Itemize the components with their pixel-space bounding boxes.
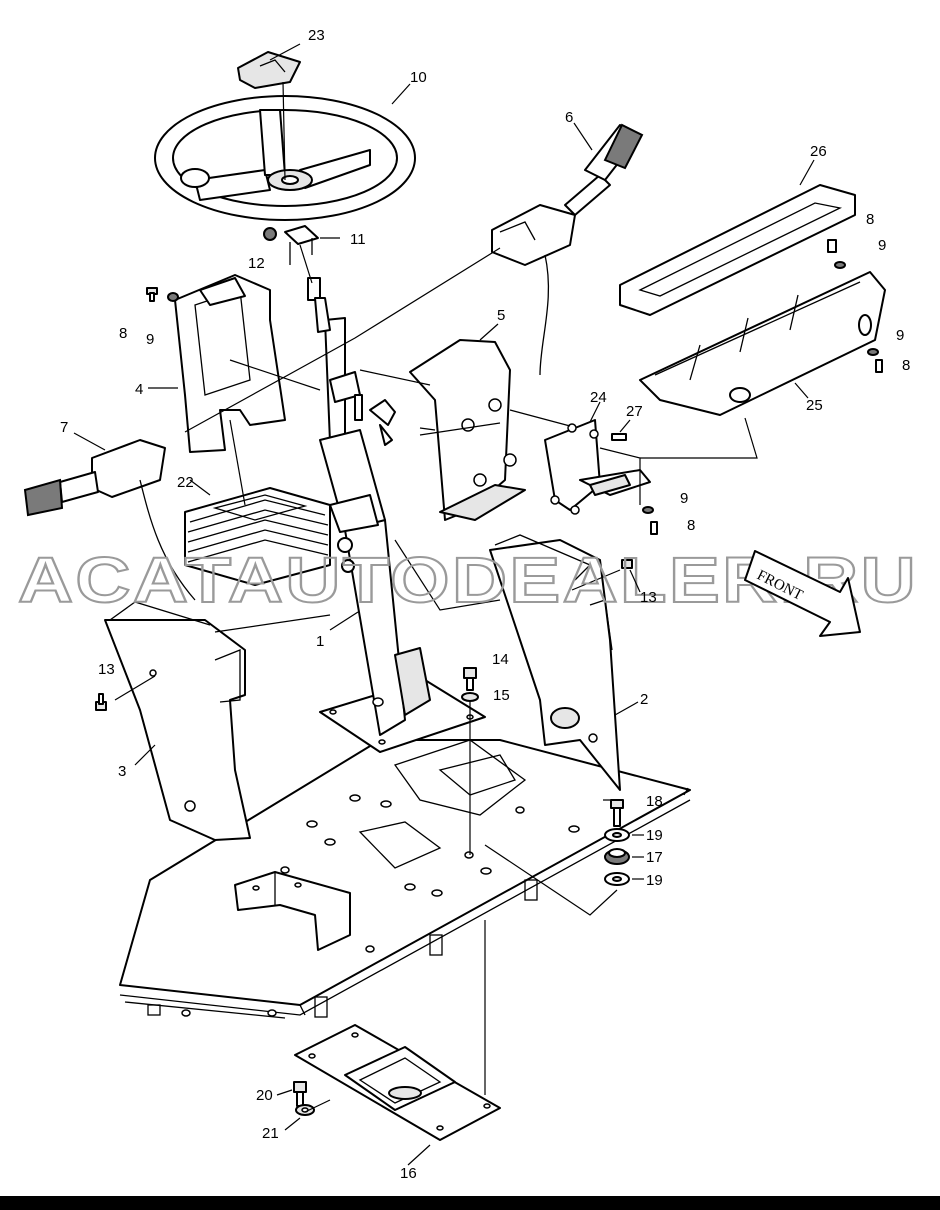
bottom-plate — [294, 1024, 501, 1141]
floor-plate — [119, 739, 691, 1019]
callout-9d: 9 — [680, 490, 688, 507]
screw-13b — [621, 559, 633, 569]
callout-26: 26 — [810, 143, 827, 160]
callout-5: 5 — [497, 307, 505, 324]
callout-1: 1 — [316, 633, 324, 650]
callout-19a: 19 — [646, 827, 663, 844]
bottom-border-bar — [0, 1196, 940, 1210]
callout-14: 14 — [492, 651, 509, 668]
callout-12: 12 — [248, 255, 265, 272]
clip-11 — [284, 225, 319, 265]
dash-cover-26 — [619, 184, 856, 316]
floor-bracket — [234, 871, 351, 951]
callout-24: 24 — [590, 389, 607, 406]
callout-labels: 1 2 3 4 5 6 7 8 8 8 8 9 9 9 9 10 11 12 1… — [60, 27, 910, 1182]
callout-15: 15 — [493, 687, 510, 704]
grommet-17 — [604, 848, 630, 865]
assembly-lines — [114, 81, 758, 1113]
screw-8a — [146, 287, 158, 302]
callout-9b: 9 — [878, 237, 886, 254]
bolt-15 — [463, 667, 477, 691]
callout-leaders — [73, 43, 815, 1166]
rubber-boot-22 — [184, 487, 331, 586]
callout-21: 21 — [262, 1125, 279, 1142]
callout-3: 3 — [118, 763, 126, 780]
callout-9a: 9 — [146, 331, 154, 348]
upper-panel-4 — [174, 274, 286, 453]
callout-17: 17 — [646, 849, 663, 866]
screw-27 — [611, 433, 627, 441]
callout-13a: 13 — [98, 661, 115, 678]
washer-19b — [604, 872, 630, 886]
lever-switch-7 — [23, 439, 196, 601]
steering-column — [307, 277, 486, 753]
washer-9b — [834, 261, 846, 269]
lever-switch-6 — [491, 123, 644, 376]
washer-15 — [461, 692, 479, 702]
callout-8d: 8 — [687, 517, 695, 534]
bolt-20 — [293, 1081, 307, 1107]
upper-panel-5 — [409, 339, 526, 521]
callout-22: 22 — [177, 474, 194, 491]
bracket-24 — [544, 419, 651, 515]
callout-19b: 19 — [646, 872, 663, 889]
callout-20: 20 — [256, 1087, 273, 1104]
side-panel-3 — [104, 601, 251, 841]
front-direction-arrow: FRONT — [744, 550, 861, 637]
washer-19a — [604, 828, 630, 842]
dash-housing-25 — [639, 271, 886, 416]
callout-2: 2 — [640, 691, 648, 708]
side-panel-2 — [489, 534, 621, 791]
callout-7: 7 — [60, 419, 68, 436]
callout-11: 11 — [350, 231, 366, 248]
callout-8a: 8 — [119, 325, 127, 342]
edge-tick — [683, 787, 689, 796]
washer-9c — [867, 348, 879, 356]
screw-8b — [827, 239, 837, 253]
callout-27: 27 — [626, 403, 643, 420]
callout-10: 10 — [410, 69, 427, 86]
callout-13b: 13 — [640, 589, 657, 606]
callout-8b: 8 — [866, 211, 874, 228]
nut-12 — [263, 227, 277, 241]
washer-9a — [167, 292, 179, 302]
washer-9d — [642, 506, 654, 514]
screw-8d — [650, 521, 658, 535]
callout-4: 4 — [135, 381, 143, 398]
callout-16: 16 — [400, 1165, 417, 1182]
callout-9c: 9 — [896, 327, 904, 344]
callout-8c: 8 — [902, 357, 910, 374]
callout-25: 25 — [806, 397, 823, 414]
callout-6: 6 — [565, 109, 573, 126]
callout-18: 18 — [646, 793, 663, 810]
washer-21 — [295, 1104, 315, 1116]
callout-23: 23 — [308, 27, 325, 44]
knob-23 — [237, 51, 301, 89]
screw-8c — [875, 359, 883, 373]
screw-13a — [95, 693, 107, 711]
